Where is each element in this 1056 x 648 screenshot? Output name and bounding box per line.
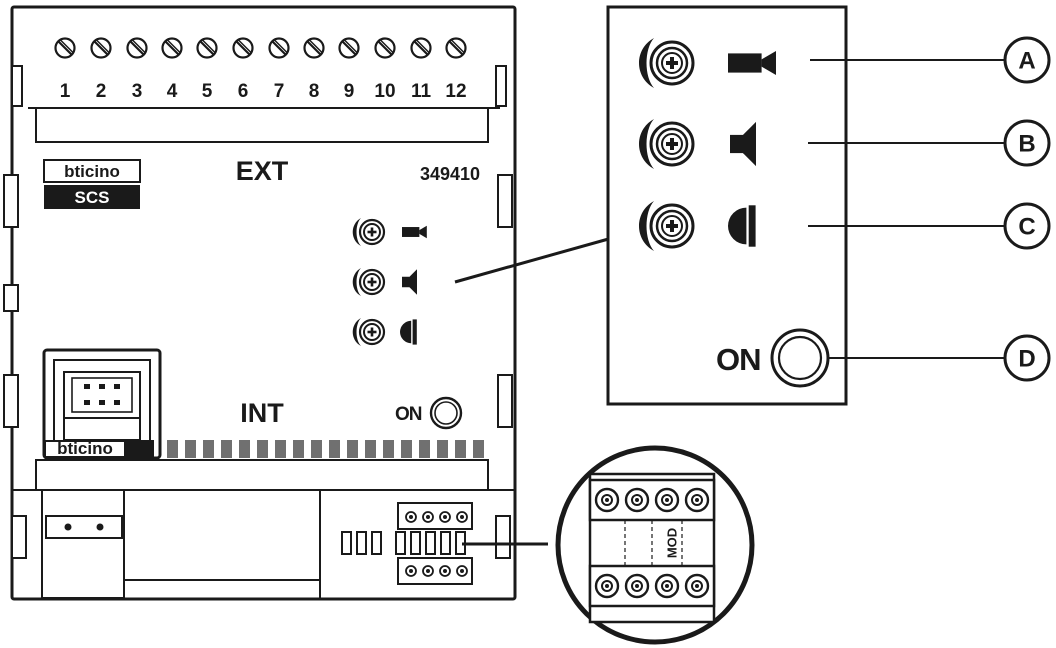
callout-c: C [1003,202,1051,250]
terminal-screw-7 [268,37,290,59]
terminal-label-12: 12 [445,81,466,102]
terminal-label-3: 3 [132,81,143,102]
terminal-screw-12 [445,37,467,59]
terminal-label-4: 4 [167,81,178,102]
bottom-brand-strip: bticino [44,439,154,458]
int-label: INT [240,398,284,428]
product-line: SCS [75,188,110,207]
callout-b-label: B [1018,131,1035,158]
terminal-label-11: 11 [411,81,432,102]
brand-name: bticino [64,162,120,181]
ventilation-slots [167,440,484,458]
callout-b: B [1003,119,1051,167]
leader-line [454,236,613,284]
terminal-screw-9 [338,37,360,59]
terminal-screw-4 [161,37,183,59]
terminal-screw-11 [410,37,432,59]
callout-c-label: C [1018,214,1035,241]
jumper-zoom: MOD [555,445,755,645]
terminal-screw-2 [90,37,112,59]
terminal-screw-6 [232,37,254,59]
mod-label: MOD [665,528,680,558]
brand-logo: bticino SCS [43,159,141,209]
on-led-small [429,396,463,430]
terminal-label-2: 2 [96,81,107,102]
ext-label: EXT [236,156,289,186]
callout-d-label: D [1018,346,1035,373]
callout-lines [808,59,1004,359]
terminal-numbers: 1 2 3 4 5 6 7 8 9 10 11 12 [60,81,467,102]
terminal-label-10: 10 [374,81,395,102]
on-label-large: ON [716,342,761,377]
jumper-block [341,502,473,585]
terminal-screw-8 [303,37,325,59]
terminal-label-8: 8 [309,81,320,102]
terminal-label-9: 9 [344,81,355,102]
connector-socket [42,348,162,460]
terminal-screw-10 [374,37,396,59]
terminal-screw-3 [126,37,148,59]
on-label-small: ON [395,404,422,425]
callout-d: D [1003,334,1051,382]
bottom-brand-name: bticino [57,439,113,458]
model-number: 349410 [420,164,480,184]
callout-a: A [1003,36,1051,84]
terminal-screw-5 [196,37,218,59]
on-led-large [770,328,830,388]
callout-a-label: A [1018,48,1035,75]
terminal-screw-1 [54,37,76,59]
terminal-label-1: 1 [60,81,71,102]
terminal-label-5: 5 [202,81,213,102]
terminal-label-7: 7 [274,81,285,102]
terminal-label-6: 6 [238,81,249,102]
